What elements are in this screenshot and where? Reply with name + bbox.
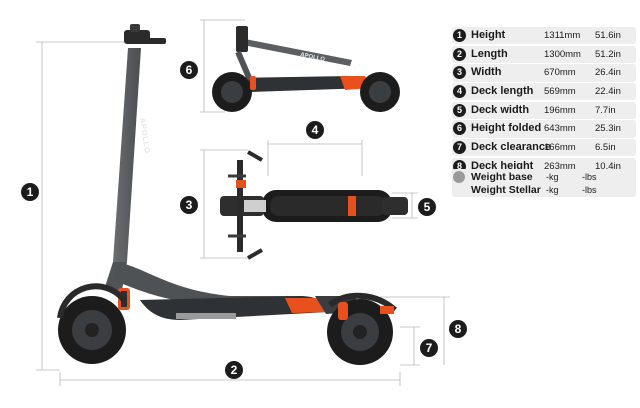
- spec-number: 3: [453, 66, 466, 80]
- spec-mm: 670mm: [544, 67, 576, 79]
- spec-label: Deck width: [471, 103, 530, 116]
- spec-mm: 263mm: [544, 160, 576, 172]
- scooter-folded-view: APOLLO: [212, 26, 400, 112]
- spec-in: 6.5in: [595, 142, 616, 154]
- spec-label: Height: [471, 29, 506, 41]
- weight-dot-icon: [453, 171, 465, 183]
- spec-row-deck-length: 4 Deck length 569mm 22.4in: [452, 83, 636, 101]
- spec-mm: 166mm: [544, 142, 576, 154]
- weight-panel: Weight base -kg -lbs Weight Stellar -kg …: [452, 169, 636, 197]
- weight-base-lbs: -lbs: [582, 172, 597, 182]
- spec-row-deck-width: 5 Deck width 196mm 7.7in: [452, 101, 636, 119]
- dim-badge-deck-width: 5: [418, 198, 436, 216]
- spec-row-height-folded: 6 Height folded 643mm 25.3in: [452, 120, 636, 138]
- spec-number: 4: [453, 85, 466, 99]
- stem-logo: APOLLO: [138, 117, 152, 154]
- spec-mm: 643mm: [544, 123, 576, 135]
- spec-in: 51.6in: [595, 30, 621, 41]
- scooter-side-view: APOLLO: [57, 24, 398, 365]
- weight-stellar-kg: -kg: [546, 185, 559, 195]
- spec-mm: 196mm: [544, 104, 576, 116]
- folded-logo: APOLLO: [300, 52, 326, 63]
- spec-mm: 1300mm: [544, 48, 581, 60]
- dim-badge-width: 3: [180, 196, 198, 214]
- spec-label: Deck height: [471, 159, 534, 172]
- spec-number: 6: [453, 122, 466, 136]
- weight-stellar-label: Weight Stellar: [471, 184, 541, 196]
- spec-in: 10.4in: [595, 160, 621, 172]
- spec-in: 7.7in: [595, 104, 616, 116]
- spec-mm: 569mm: [544, 86, 576, 98]
- weight-base-label: Weight base: [471, 171, 533, 183]
- dim-badge-height-folded: 6: [180, 61, 198, 79]
- spec-label: Height folded: [471, 122, 542, 135]
- spec-row-deck-clearance: 7 Deck clearance 166mm 6.5in: [452, 139, 636, 157]
- spec-label: Length: [471, 47, 508, 60]
- spec-number: 5: [453, 103, 466, 117]
- dimension-lines: [36, 19, 450, 386]
- spec-label: Width: [471, 66, 502, 79]
- spec-in: 51.2in: [595, 48, 621, 60]
- spec-in: 22.4in: [595, 86, 621, 98]
- spec-number: 7: [453, 141, 466, 155]
- dim-badge-deck-height: 8: [449, 320, 467, 338]
- spec-number: 1: [453, 29, 466, 42]
- dim-badge-deck-clearance: 7: [420, 339, 438, 357]
- spec-label: Deck length: [471, 85, 534, 98]
- spec-number: 2: [453, 47, 466, 61]
- scooter-top-view: [220, 150, 408, 260]
- spec-in: 26.4in: [595, 67, 621, 79]
- dim-badge-deck-length: 4: [306, 121, 324, 139]
- dim-badge-length: 2: [225, 361, 243, 379]
- spec-in: 25.3in: [595, 123, 621, 135]
- spec-table: 1 Height 1311mm 51.6in 2 Length 1300mm 5…: [452, 27, 636, 177]
- weight-stellar-lbs: -lbs: [582, 185, 597, 195]
- spec-row-length: 2 Length 1300mm 51.2in: [452, 45, 636, 63]
- spec-row-width: 3 Width 670mm 26.4in: [452, 64, 636, 82]
- dim-badge-height: 1: [21, 183, 39, 201]
- spec-row-height: 1 Height 1311mm 51.6in: [452, 27, 636, 45]
- weight-base-kg: -kg: [546, 172, 559, 182]
- spec-label: Deck clearance: [471, 141, 552, 154]
- spec-mm: 1311mm: [544, 30, 581, 41]
